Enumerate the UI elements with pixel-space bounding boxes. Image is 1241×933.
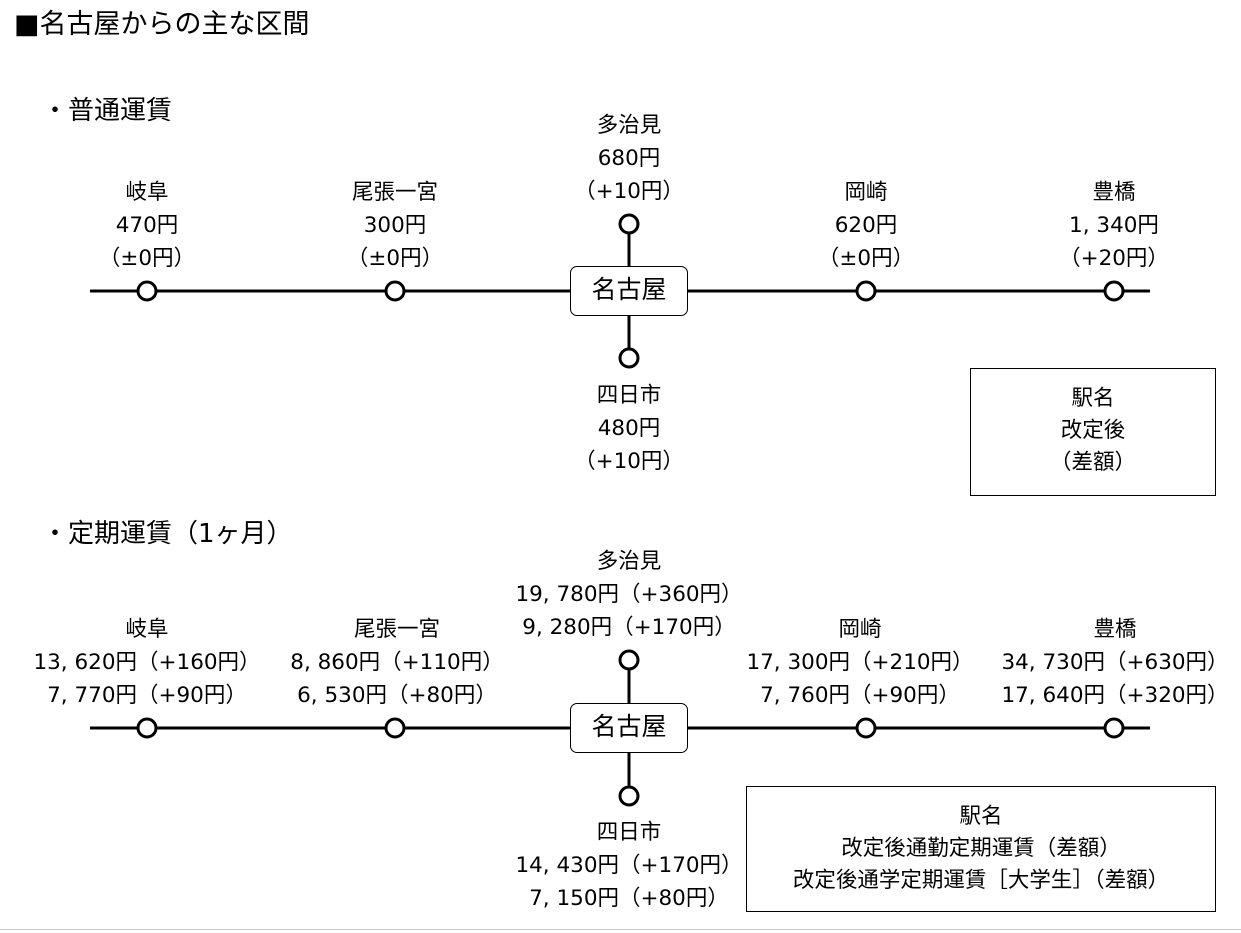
regular-legend-box: 駅名 改定後 （差額）	[970, 368, 1216, 496]
student-fare: 9, 280円（+170円）	[522, 615, 736, 640]
fare-diff: （+10円）	[574, 179, 684, 204]
student-fare: 7, 150円（+80円）	[529, 886, 729, 911]
regular-okazaki-marker	[855, 280, 877, 302]
commuter-toyohashi-label: 豊橋 34, 730円（+630円） 17, 640円（+320円）	[975, 613, 1241, 712]
legend-after-revision: 改定後	[1060, 418, 1126, 443]
regular-fare-heading: ・普通運賃	[42, 96, 173, 126]
commute-fare: 17, 300円（+210円）	[746, 650, 974, 675]
station-name: 岡崎	[844, 180, 888, 205]
commute-fare: 13, 620円（+160円）	[33, 650, 261, 675]
regular-toyohashi-label: 豊橋 1, 340円 （+20円）	[984, 176, 1241, 275]
fare-diff: （+10円）	[574, 449, 684, 474]
regular-okazaki-label: 岡崎 620円 （±0円）	[736, 176, 996, 275]
regular-owari-label: 尾張一宮 300円 （±0円）	[265, 176, 525, 275]
regular-toyohashi-marker	[1103, 280, 1125, 302]
station-name: 岐阜	[125, 617, 169, 642]
fare-after: 1, 340円	[1069, 213, 1159, 238]
commuter-owari-label: 尾張一宮 8, 860円（+110円） 6, 530円（+80円）	[257, 613, 537, 712]
commuter-yokkaichi-label: 四日市 14, 430円（+170円） 7, 150円（+80円）	[489, 816, 769, 915]
commuter-okazaki-marker	[855, 717, 877, 739]
commute-fare: 8, 860円（+110円）	[290, 650, 504, 675]
fare-after: 470円	[115, 213, 179, 238]
station-name: 尾張一宮	[351, 180, 438, 205]
fare-diff: （±0円）	[346, 246, 444, 271]
legend-difference: （差額）	[1049, 450, 1136, 475]
commuter-hub-nagoya: 名古屋	[570, 703, 688, 753]
regular-gifu-marker	[136, 280, 158, 302]
page-title: ■名古屋からの主な区間	[14, 9, 310, 40]
station-name: 尾張一宮	[353, 617, 440, 642]
station-name: 四日市	[596, 383, 662, 408]
regular-yokkaichi-label: 四日市 480円 （+10円）	[499, 379, 759, 478]
commuter-tajimi-label: 多治見 19, 780円（+360円） 9, 280円（+170円）	[489, 545, 769, 644]
station-name: 多治見	[596, 549, 662, 574]
station-name: 四日市	[596, 820, 662, 845]
commuter-gifu-marker	[136, 717, 158, 739]
commuter-yokkaichi-marker	[618, 785, 640, 807]
legend-station-name: 駅名	[1071, 386, 1115, 411]
student-fare: 17, 640円（+320円）	[1001, 683, 1229, 708]
commuter-okazaki-label: 岡崎 17, 300円（+210円） 7, 760円（+90円）	[720, 613, 1000, 712]
student-fare: 7, 760円（+90円）	[760, 683, 960, 708]
commute-fare: 19, 780円（+360円）	[515, 582, 743, 607]
regular-gifu-label: 岐阜 470円 （±0円）	[17, 176, 277, 275]
commuter-fare-heading: ・定期運賃（1ヶ月）	[42, 519, 293, 549]
regular-yokkaichi-marker	[618, 347, 640, 369]
fare-diff: （±0円）	[98, 246, 196, 271]
fare-after: 480円	[597, 416, 661, 441]
legend-student-fare: 改定後通学定期運賃［大学生］（差額）	[792, 868, 1170, 893]
student-fare: 7, 770円（+90円）	[47, 683, 247, 708]
fare-after: 680円	[597, 146, 661, 171]
legend-commute-fare: 改定後通勤定期運賃（差額）	[841, 836, 1121, 861]
commuter-gifu-label: 岐阜 13, 620円（+160円） 7, 770円（+90円）	[7, 613, 287, 712]
regular-hub-nagoya: 名古屋	[570, 266, 688, 316]
commuter-tajimi-marker	[618, 649, 640, 671]
bottom-divider	[0, 929, 1241, 930]
station-name: 豊橋	[1093, 617, 1137, 642]
commuter-owari-marker	[384, 717, 406, 739]
student-fare: 6, 530円（+80円）	[297, 683, 497, 708]
commute-fare: 34, 730円（+630円）	[1001, 650, 1229, 675]
station-name: 岐阜	[125, 180, 169, 205]
commute-fare: 14, 430円（+170円）	[515, 853, 743, 878]
regular-tajimi-label: 多治見 680円 （+10円）	[499, 109, 759, 208]
station-name: 豊橋	[1092, 180, 1136, 205]
regular-owari-marker	[384, 280, 406, 302]
legend-station-name: 駅名	[959, 804, 1003, 829]
fare-after: 620円	[834, 213, 898, 238]
station-name: 多治見	[596, 113, 662, 138]
fare-after: 300円	[363, 213, 427, 238]
station-name: 岡崎	[838, 617, 882, 642]
fare-diff: （+20円）	[1059, 246, 1169, 271]
regular-tajimi-marker	[618, 213, 640, 235]
fare-diff: （±0円）	[817, 246, 915, 271]
commuter-toyohashi-marker	[1103, 717, 1125, 739]
commuter-legend-box: 駅名 改定後通勤定期運賃（差額） 改定後通学定期運賃［大学生］（差額）	[746, 786, 1216, 912]
